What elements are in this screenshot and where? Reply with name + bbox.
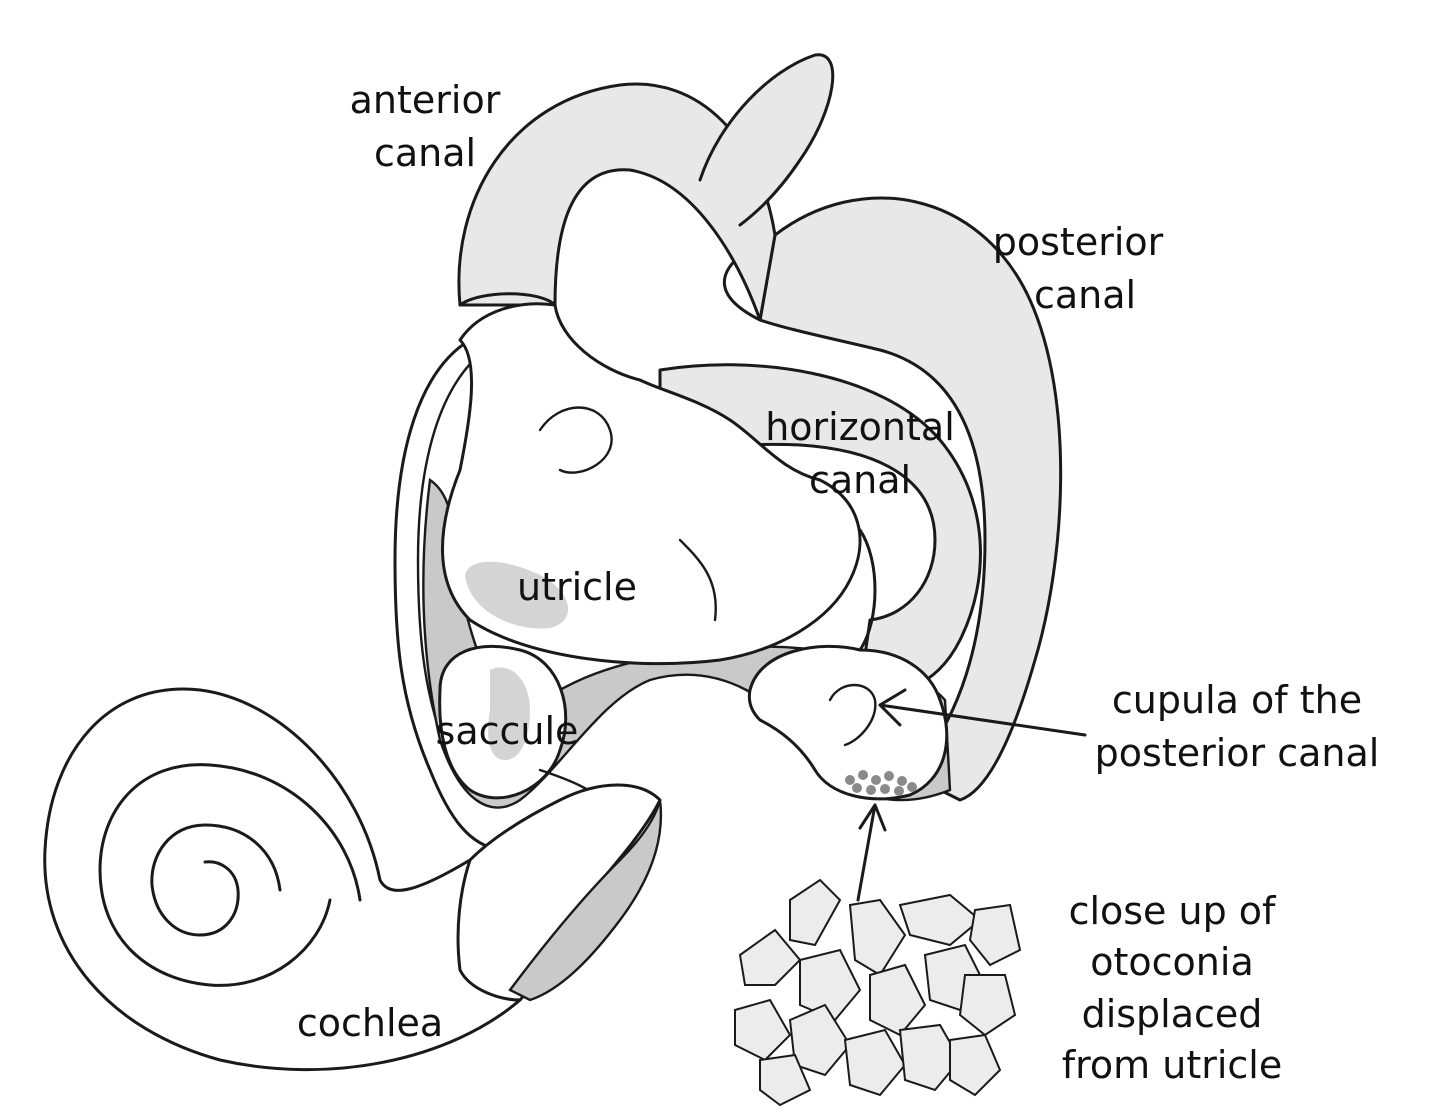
cupula-arrow-head xyxy=(878,688,907,727)
label-horizontal-canal-line1: horizontal xyxy=(765,405,955,449)
anterior-canal-rear-loop xyxy=(698,53,835,227)
otoconia-dot xyxy=(907,782,917,792)
otoconia-dot xyxy=(897,776,907,786)
otoconia-crystal xyxy=(734,998,792,1062)
label-utricle: utricle xyxy=(517,565,637,609)
otoconia-dot xyxy=(858,770,868,780)
label-cochlea: cochlea xyxy=(297,1001,443,1045)
label-posterior-canal-line2: canal xyxy=(1034,273,1136,317)
label-anterior-canal-line2: canal xyxy=(374,131,476,175)
cochlea-inner-coil xyxy=(150,823,282,937)
anterior-canal-shape xyxy=(457,53,835,322)
otoconia-crystal xyxy=(848,898,907,977)
otoconia-crystal xyxy=(898,1023,962,1092)
arrows xyxy=(856,688,1087,902)
otoconia-dot xyxy=(894,786,904,796)
label-otoconia-line1: close up of xyxy=(1069,889,1277,933)
anterior-canal-ampulla-ring xyxy=(458,292,557,307)
label-otoconia-line2: otoconia xyxy=(1090,940,1253,984)
utricle-fold xyxy=(538,406,613,474)
label-cupula-line1: cupula of the xyxy=(1112,678,1362,722)
otoconia-crystal xyxy=(958,974,1017,1037)
label-saccule: saccule xyxy=(436,709,579,753)
otoconia-closeup xyxy=(734,878,1022,1107)
membranous-outer-wall xyxy=(393,338,502,852)
otoconia-arrow-head xyxy=(858,803,887,832)
posterior-canal-tube xyxy=(758,196,1063,802)
otoconia-dot xyxy=(845,775,855,785)
otoconia-dot xyxy=(880,784,890,794)
label-anterior-canal-line1: anterior xyxy=(350,78,501,122)
membranous-inner-wall xyxy=(416,348,487,762)
otoconia-dot xyxy=(884,771,894,781)
cupula-arrow-line xyxy=(878,703,1087,737)
otoconia-crystal xyxy=(789,878,842,947)
anterior-canal-tube xyxy=(457,82,777,322)
label-otoconia-line4: from utricle xyxy=(1062,1043,1283,1087)
utricle-body xyxy=(441,302,862,666)
otoconia-crystal xyxy=(799,948,862,1022)
utricle-crease xyxy=(678,538,717,622)
cochlear-duct-fluid xyxy=(508,799,663,1002)
label-otoconia-line3: displaced xyxy=(1082,992,1263,1036)
cochlea-middle-coil xyxy=(98,763,362,987)
cochlea-outer-coil xyxy=(43,687,522,1072)
posterior-ampulla xyxy=(747,644,949,801)
otoconia-crystal xyxy=(949,1033,1002,1097)
label-cupula-line2: posterior canal xyxy=(1095,731,1380,775)
saccule-macula xyxy=(488,667,530,760)
displaced-otoconia-dots xyxy=(845,770,917,796)
otoconia-crystal xyxy=(968,903,1022,967)
label-posterior-canal-line1: posterior xyxy=(993,220,1164,264)
horizontal-canal-ampulla-ring xyxy=(858,528,877,652)
otoconia-dot xyxy=(866,785,876,795)
utricle-macula xyxy=(465,561,569,629)
otoconia-crystal xyxy=(843,1028,907,1097)
label-horizontal-canal-line2: canal xyxy=(809,458,911,502)
otoconia-crystal xyxy=(898,893,982,947)
otoconia-arrow-line xyxy=(856,803,877,902)
otoconia-crystal xyxy=(759,1053,812,1107)
cupula-shape xyxy=(828,683,877,747)
otoconia-dot xyxy=(871,775,881,785)
otoconia-crystal xyxy=(738,928,802,986)
cochlea-spiral xyxy=(43,687,522,1072)
otoconia-dot xyxy=(852,783,862,793)
otoconia-crystal xyxy=(869,963,927,1037)
